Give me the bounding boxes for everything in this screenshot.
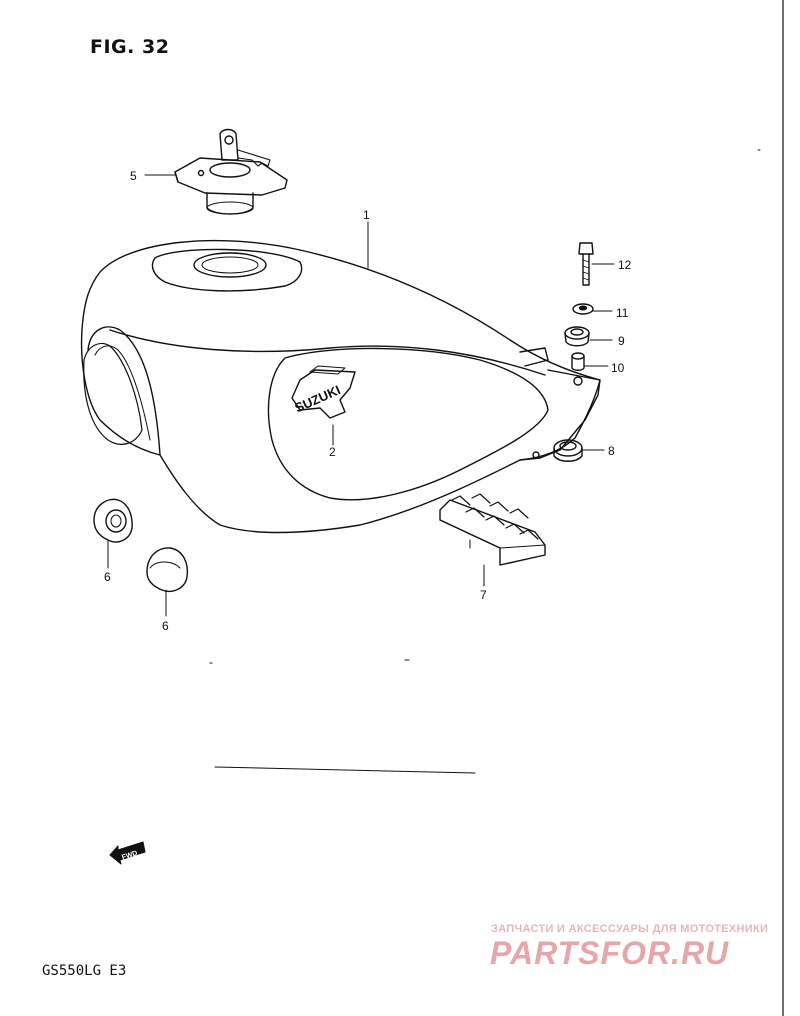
callout-11: 11 <box>616 306 629 320</box>
fwd-arrow-icon <box>109 841 146 865</box>
emblem-text: SUZUKI <box>292 382 342 415</box>
callout-10: 10 <box>611 361 625 375</box>
fwd-arrow-text: FWD <box>121 850 138 862</box>
callout-8: 8 <box>608 444 615 458</box>
rear-cushion-part-7[interactable] <box>439 493 546 566</box>
callout-6-lower: 6 <box>162 619 169 633</box>
collar-part-10[interactable] <box>571 352 585 371</box>
model-label: GS550LG E3 <box>42 963 127 979</box>
callout-1: 1 <box>363 208 370 222</box>
grommet-part-8[interactable] <box>553 439 583 462</box>
figure-title: FIG. 32 <box>90 36 170 58</box>
watermark-tagline: ЗАПЧАСТИ И АКСЕССУАРЫ ДЛЯ МОТОТЕХНИКИ <box>491 923 769 935</box>
callout-7: 7 <box>480 588 487 602</box>
fuel-tank-part-1[interactable] <box>80 239 601 534</box>
cushion-part-6-upper[interactable] <box>93 498 133 543</box>
cushion-part-6-lower[interactable] <box>146 547 189 593</box>
callout-6-upper: 6 <box>104 570 111 584</box>
suzuki-emblem-part-2[interactable] <box>291 365 356 419</box>
callout-2: 2 <box>329 445 336 459</box>
fuel-cap-part-5[interactable] <box>174 128 288 215</box>
scan-specks <box>209 149 761 774</box>
bolt-part-12[interactable] <box>578 242 594 286</box>
callout-12: 12 <box>618 258 632 272</box>
washer-part-11[interactable] <box>572 303 594 315</box>
watermark-logo: PARTSFOR.RU <box>490 935 730 971</box>
cushion-part-9[interactable] <box>564 326 590 347</box>
callout-5: 5 <box>130 169 137 183</box>
callout-9: 9 <box>618 334 625 348</box>
leader-lines <box>107 174 615 617</box>
